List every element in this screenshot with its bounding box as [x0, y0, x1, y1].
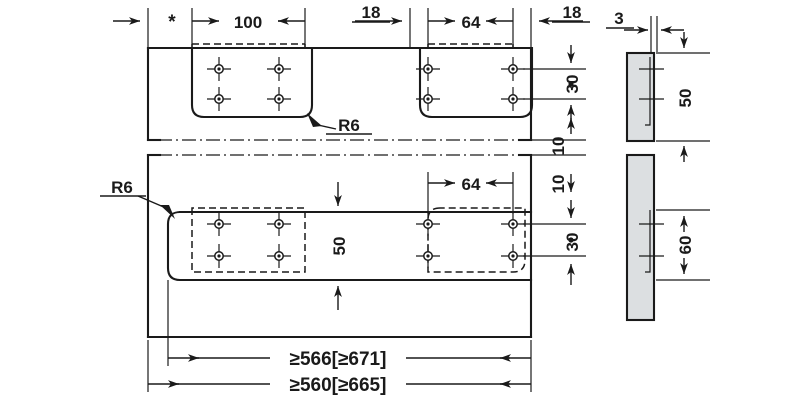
- hole: [501, 87, 525, 111]
- bottom-right-plate-holes: [416, 212, 525, 268]
- dimension-50-vertical: 50: [312, 182, 352, 310]
- dimension-64-bottom-label: 64: [462, 175, 481, 194]
- bottom-left-plate-holes: [207, 212, 291, 268]
- top-plan-view: R6: [146, 43, 534, 142]
- dimension-100-label: 100: [234, 13, 262, 32]
- top-left-plate-holes: [207, 57, 291, 111]
- dimension-asterisk: *: [113, 12, 176, 33]
- dimension-asterisk-label: *: [168, 12, 176, 33]
- dimension-60-side: 60: [656, 209, 710, 281]
- dimension-64-bottom: 64: [427, 172, 514, 214]
- bottom-right-hidden-rect: [427, 207, 526, 273]
- dimension-30-upper-label: 30: [563, 75, 582, 94]
- dimension-10-lower: 10: [549, 174, 575, 194]
- dimension-10-upper: 10: [549, 118, 575, 156]
- dimension-100: 100: [192, 13, 305, 32]
- hole: [207, 57, 231, 81]
- hole: [207, 87, 231, 111]
- top-left-mounting-plate: [190, 46, 314, 119]
- bottom-left-hidden-rect: [191, 207, 306, 273]
- top-right-plate-holes: [416, 57, 525, 111]
- hole: [501, 244, 525, 268]
- dimension-18-right: 18: [539, 3, 590, 25]
- top-right-mounting-plate: [418, 46, 534, 119]
- hole: [416, 87, 440, 111]
- hole: [267, 244, 291, 268]
- dimension-18-left-label: 18: [362, 3, 381, 22]
- dimension-overall-outer: ≥566[≥671]: [168, 349, 531, 370]
- top-dimension-band: * 100 18 64 18: [113, 3, 684, 52]
- dimension-50-side-label: 50: [676, 89, 695, 108]
- dimension-50-vertical-label: 50: [330, 237, 349, 256]
- hole: [267, 212, 291, 236]
- top-extension-lines: [147, 8, 532, 48]
- dimension-50-side: 50: [656, 32, 710, 162]
- hole: [501, 57, 525, 81]
- hole: [416, 244, 440, 268]
- top-view-right-hidden-outline: [427, 43, 514, 48]
- callout-r6-top: R6: [307, 113, 372, 135]
- hole: [267, 87, 291, 111]
- callout-r6-top-label: R6: [338, 116, 360, 135]
- callout-r6-left-label: R6: [111, 178, 133, 197]
- right-vertical-dimension-stack: 30 10 10 30: [523, 45, 586, 285]
- upper-side-section-view: 50: [625, 32, 710, 162]
- dimension-10-upper-label: 10: [549, 137, 568, 156]
- hole: [267, 57, 291, 81]
- hole: [207, 212, 231, 236]
- dimension-3-label: 3: [614, 9, 623, 28]
- dimension-30-lower-label: 30: [563, 233, 582, 252]
- dimension-overall-inner: ≥560[≥665]: [148, 375, 531, 396]
- hole: [501, 212, 525, 236]
- upper-side-inner-line: [645, 57, 651, 126]
- dimension-30-upper: 30: [563, 45, 582, 122]
- hole: [416, 57, 440, 81]
- dimension-64-top: 64: [428, 13, 513, 32]
- dimension-18-right-label: 18: [563, 3, 582, 22]
- dimension-64-top-label: 64: [462, 13, 481, 32]
- hole: [207, 244, 231, 268]
- lower-side-section-view: 60: [625, 153, 710, 322]
- dimension-overall-outer-label: ≥566[≥671]: [290, 349, 387, 370]
- dimension-3-thickness: 3: [606, 9, 684, 52]
- bottom-plan-view: R6 64 50: [100, 153, 533, 339]
- hole: [416, 212, 440, 236]
- dimension-60-side-label: 60: [676, 236, 695, 255]
- callout-r6-left: R6: [100, 178, 175, 219]
- lower-side-inner-line: [645, 210, 651, 273]
- dimension-10-lower-label: 10: [549, 175, 568, 194]
- dimension-overall-inner-label: ≥560[≥665]: [290, 375, 387, 396]
- bottom-dimension-band: ≥566[≥671] ≥560[≥665]: [147, 280, 532, 396]
- dimension-18-left: 18: [352, 3, 402, 25]
- bottom-large-plate-outline: [166, 210, 533, 282]
- dimension-30-lower: 30: [563, 200, 582, 285]
